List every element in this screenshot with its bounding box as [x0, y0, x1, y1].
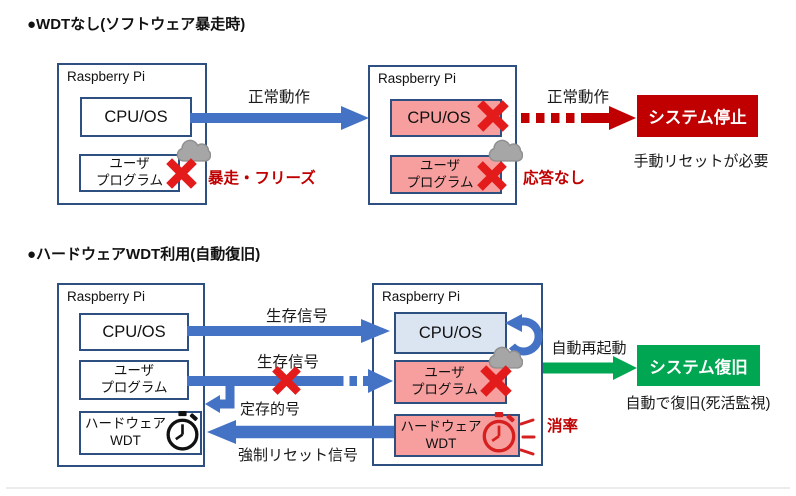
s2-left-program-line2: プログラム: [100, 380, 168, 395]
alive-signal-program-label: 生存信号: [256, 354, 319, 371]
s2-right-program-line1: ユーザ: [424, 365, 465, 381]
s2-right-program-box: ユーザ プログラム: [394, 360, 507, 404]
s1-right-pi-label: Raspberry Pi: [378, 71, 457, 86]
alive-signal-dashed-arrow: [336, 369, 393, 393]
system-recover-box: システム復旧: [637, 345, 760, 386]
s2-right-raspberry-pi-box: Raspberry Pi CPU/OS ユーザ プログラム ハードウェア WDT: [372, 283, 543, 466]
s1-right-cpu-label: CPU/OS: [407, 108, 471, 127]
forced-reset-label: 強制リセット信号: [237, 447, 358, 464]
alive-signal-cpu-arrow: [187, 319, 390, 343]
s1-left-cpu-box: CPU/OS: [80, 97, 192, 137]
stopwatch-alarm-icon: [482, 412, 516, 453]
section2-title: ●ハードウェアWDT利用(自動復旧): [27, 246, 261, 263]
s1-right-program-line2: プログラム: [406, 174, 474, 190]
normal-operation-arrow: [190, 106, 369, 130]
s2-right-wdt-line2: WDT: [425, 435, 457, 451]
smoke-cloud-icon: [488, 139, 523, 162]
s2-left-wdt-line1: ハードウェア: [85, 416, 166, 432]
wdt-timeout-label: 消率: [547, 418, 579, 435]
s1-left-raspberry-pi-box: Raspberry Pi CPU/OS ユーザ プログラム: [57, 63, 207, 205]
alarm-dashes-icon: [519, 418, 536, 456]
red-x-icon: [272, 366, 301, 395]
red-x-icon: [477, 161, 507, 191]
forced-reset-arrow: [207, 420, 394, 444]
s1-left-program-box: ユーザ プログラム: [79, 154, 180, 192]
s1-right-program-line1: ユーザ: [419, 157, 461, 173]
periodic-signal-label: 定存的号: [240, 401, 301, 418]
periodic-signal-arrow: [205, 378, 235, 413]
alive-signal-cpu-label: 生存信号: [265, 308, 328, 325]
s2-left-cpu-label: CPU/OS: [102, 322, 166, 341]
s2-left-program-box: ユーザ プログラム: [79, 360, 189, 400]
system-stop-box: システム停止: [637, 95, 758, 137]
s2-left-cpu-box: CPU/OS: [79, 313, 189, 351]
smoke-cloud-icon: [488, 346, 523, 369]
red-x-icon: [480, 365, 512, 397]
stopwatch-icon: [166, 411, 199, 451]
s2-right-pi-label: Raspberry Pi: [382, 289, 461, 304]
s1-broken-arrow-label: 正常動作: [546, 89, 609, 106]
red-x-icon: [166, 158, 197, 189]
s1-left-program-line2: プログラム: [95, 173, 164, 188]
red-x-icon: [477, 100, 509, 132]
alive-signal-program-line: [187, 376, 339, 386]
s2-right-program-line2: プログラム: [410, 382, 479, 397]
s2-left-raspberry-pi-box: Raspberry Pi CPU/OS ユーザ プログラム ハードウェア WDT: [57, 283, 205, 467]
bottom-divider: [6, 487, 790, 489]
s2-left-wdt-line2: WDT: [110, 433, 141, 448]
s1-left-program-line1: ユーザ: [109, 156, 150, 172]
auto-restart-arrow: [543, 356, 637, 380]
s1-normal-arrow-label: 正常動作: [247, 89, 310, 106]
s1-left-cpu-label: CPU/OS: [104, 107, 168, 126]
restart-loop-icon: [505, 314, 543, 356]
auto-restart-label: 自動再起動: [551, 340, 627, 357]
s2-right-cpu-box: CPU/OS: [394, 312, 507, 354]
smoke-cloud-icon: [176, 139, 211, 162]
system-recover-label: システム復旧: [649, 358, 748, 377]
auto-recover-note: 自動で復旧(死活監視): [625, 395, 771, 412]
s2-right-cpu-label: CPU/OS: [418, 323, 483, 342]
manual-reset-note: 手動リセットが必要: [633, 153, 769, 170]
no-response-label: 応答なし: [523, 170, 586, 187]
s1-left-pi-label: Raspberry Pi: [67, 69, 146, 84]
s2-left-pi-label: Raspberry Pi: [67, 289, 146, 304]
system-stop-label: システム停止: [648, 109, 747, 127]
section1-title: ●WDTなし(ソフトウェア暴走時): [27, 16, 246, 33]
crash-freeze-label: 暴走・フリーズ: [208, 170, 316, 187]
s2-left-program-line1: ユーザ: [113, 363, 155, 379]
broken-operation-arrow: [521, 106, 636, 130]
s2-right-wdt-line1: ハードウェア: [400, 418, 482, 434]
